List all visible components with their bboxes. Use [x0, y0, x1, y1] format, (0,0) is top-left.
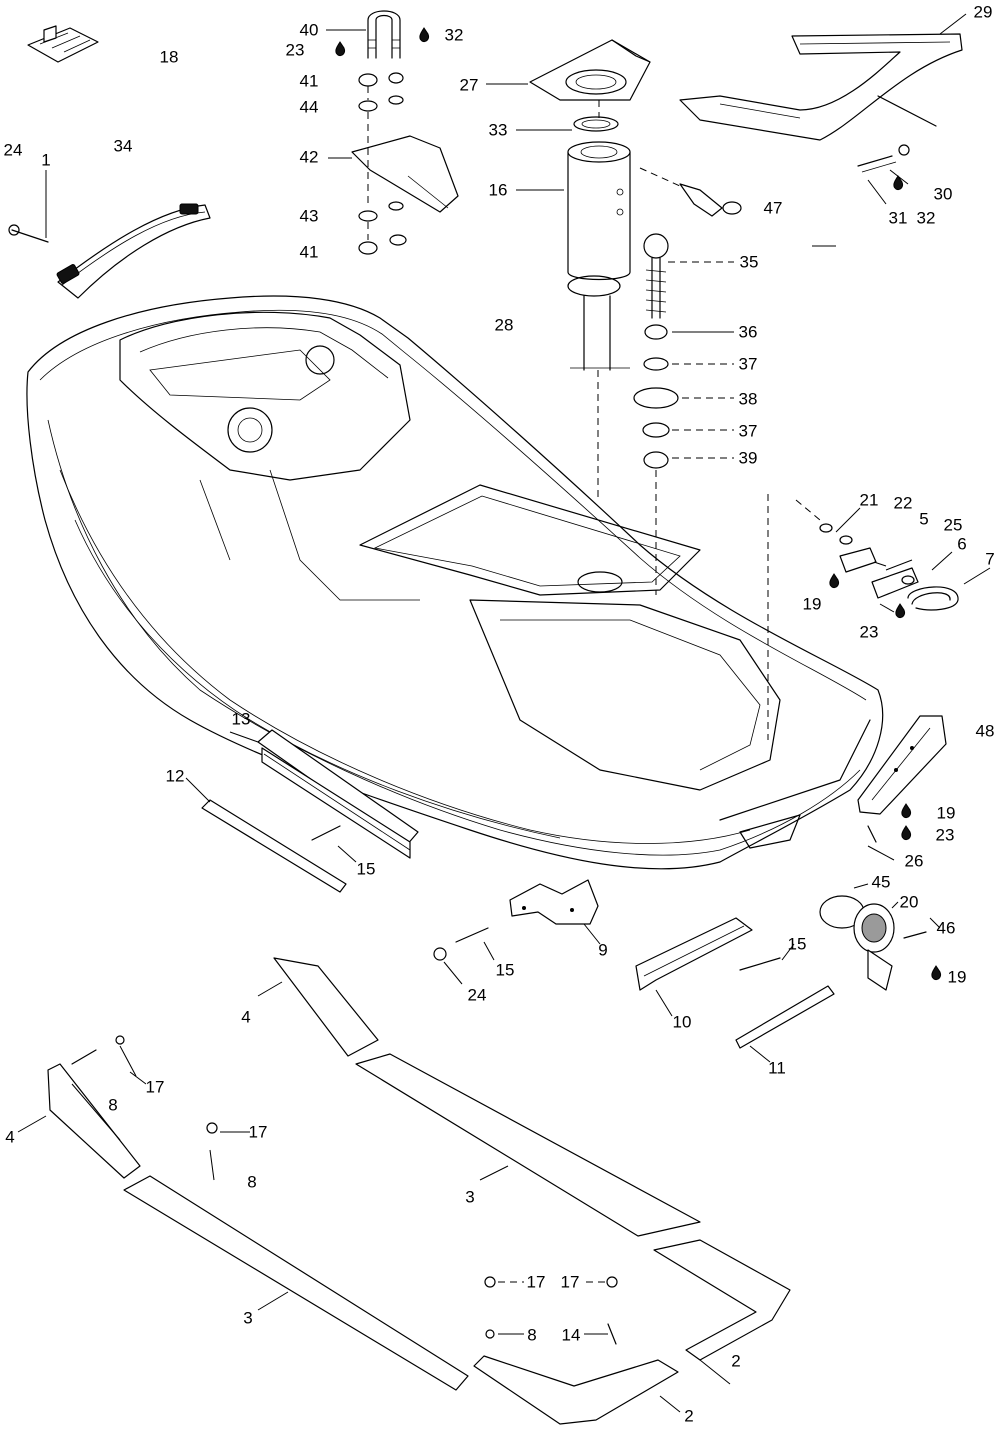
callout-30: 30 [933, 184, 953, 204]
callout-28: 28 [494, 315, 514, 335]
callout-33: 33 [488, 120, 508, 140]
callout-1: 1 [41, 150, 51, 170]
callout-37: 37 [738, 354, 758, 374]
callout-13: 13 [231, 709, 251, 729]
callout-23: 23 [285, 40, 305, 60]
drop-icons [335, 27, 941, 980]
callout-35: 35 [739, 252, 759, 272]
callout-23: 23 [935, 825, 955, 845]
callout-10: 10 [672, 1012, 692, 1032]
callout-47: 47 [763, 198, 783, 218]
drop-icon [895, 603, 905, 618]
callout-7: 7 [985, 549, 995, 569]
callout-44: 44 [299, 97, 319, 117]
callout-2: 2 [684, 1406, 694, 1426]
leader-lines [17, 13, 991, 1413]
drop-icon [901, 825, 911, 840]
callout-45: 45 [871, 872, 891, 892]
callout-41: 41 [299, 242, 319, 262]
callout-17: 17 [526, 1272, 546, 1292]
drop-icon [893, 175, 903, 190]
callout-37: 37 [738, 421, 758, 441]
center-parts [433, 879, 835, 1049]
callout-48: 48 [975, 721, 995, 741]
hull [26, 295, 884, 870]
drain-plug [819, 895, 927, 991]
callout-15: 15 [495, 960, 515, 980]
callout-31: 31 [888, 208, 908, 228]
callout-39: 39 [738, 448, 758, 468]
bolt-stack [633, 233, 679, 595]
callout-8: 8 [108, 1095, 118, 1115]
callout-6: 6 [957, 534, 967, 554]
drop-icon [901, 803, 911, 818]
drop-icon [335, 41, 345, 56]
grab-handle [8, 203, 211, 299]
callout-8: 8 [527, 1325, 537, 1345]
filler-assembly [529, 39, 651, 500]
drop-icon [829, 573, 839, 588]
callout-2: 2 [731, 1351, 741, 1371]
callout-24: 24 [3, 140, 23, 160]
callout-25: 25 [943, 515, 963, 535]
callout-9: 9 [598, 940, 608, 960]
callout-15: 15 [787, 934, 807, 954]
stern-bracket [857, 715, 947, 843]
callout-41: 41 [299, 71, 319, 91]
callout-40: 40 [299, 20, 319, 40]
callout-19: 19 [936, 803, 956, 823]
latch [27, 25, 99, 63]
drop-icon [419, 27, 429, 42]
callout-42: 42 [299, 147, 319, 167]
callout-19: 19 [947, 967, 967, 987]
callout-19: 19 [802, 594, 822, 614]
callout-24: 24 [467, 985, 487, 1005]
callout-12: 12 [165, 766, 185, 786]
rail-assembly [201, 729, 419, 893]
callout-32: 32 [916, 208, 936, 228]
callout-22: 22 [893, 493, 913, 513]
callout-16: 16 [488, 180, 508, 200]
callout-4: 4 [241, 1007, 251, 1027]
callout-43: 43 [299, 206, 319, 226]
callout-3: 3 [243, 1308, 253, 1328]
callout-32: 32 [444, 25, 464, 45]
callout-34: 34 [113, 136, 133, 156]
callout-18: 18 [159, 47, 179, 67]
callout-46: 46 [936, 918, 956, 938]
callout-3: 3 [465, 1187, 475, 1207]
callout-36: 36 [738, 322, 758, 342]
callout-17: 17 [248, 1122, 268, 1142]
bottom-plates [47, 957, 791, 1425]
callout-17: 17 [145, 1077, 165, 1097]
callout-21: 21 [859, 490, 879, 510]
callout-4: 4 [5, 1127, 15, 1147]
callout-14: 14 [561, 1325, 581, 1345]
callout-8: 8 [247, 1172, 257, 1192]
u-bolt-assembly [351, 10, 459, 255]
callout-38: 38 [738, 389, 758, 409]
callout-17: 17 [560, 1272, 580, 1292]
bracket-right [767, 494, 959, 740]
callout-27: 27 [459, 75, 479, 95]
callout-23: 23 [859, 622, 879, 642]
callout-11: 11 [768, 1058, 786, 1078]
callout-15: 15 [356, 859, 376, 879]
callout-20: 20 [899, 892, 919, 912]
handle-bar [639, 33, 963, 217]
callout-5: 5 [919, 509, 929, 529]
callout-29: 29 [973, 2, 993, 22]
callout-26: 26 [904, 851, 924, 871]
drop-icon [931, 965, 941, 980]
